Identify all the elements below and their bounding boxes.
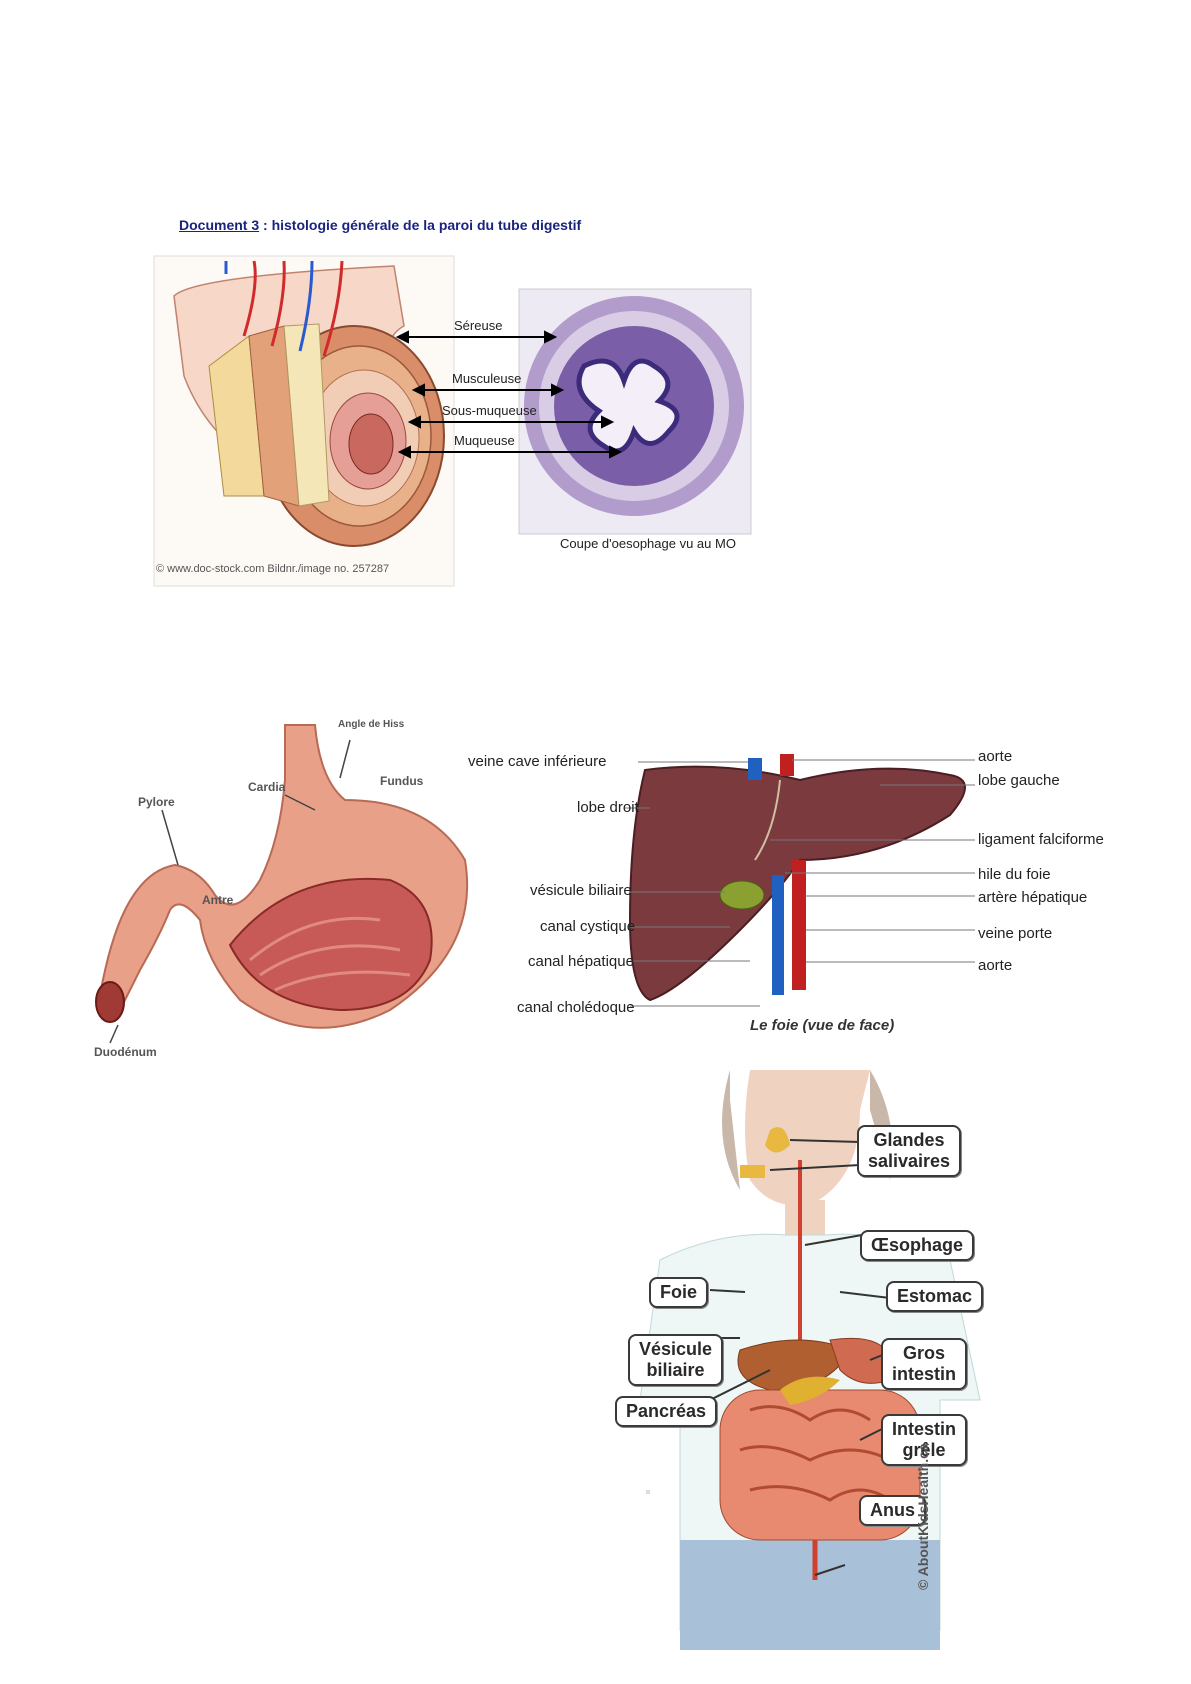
liver-caption: Le foie (vue de face) bbox=[750, 1017, 895, 1034]
anus-text: Anus bbox=[870, 1500, 915, 1520]
glandes-line-2: salivaires bbox=[868, 1151, 951, 1171]
histology-figure: Séreuse Musculeuse Sous-muqueuse Muqueus… bbox=[153, 255, 754, 587]
micro-caption: Coupe d'oesophage vu au MO bbox=[560, 536, 736, 551]
label-glandes-salivaires: Glandes salivaires bbox=[857, 1125, 962, 1177]
label-oesophage: Œsophage bbox=[860, 1230, 975, 1261]
stomach-label-antre: Antre bbox=[202, 893, 234, 907]
layer-label-musculeuse: Musculeuse bbox=[452, 371, 522, 386]
pancreas-text: Pancréas bbox=[626, 1401, 707, 1421]
document-title-text: : histologie générale de la paroi du tub… bbox=[259, 217, 582, 233]
liver-label-hile: hile du foie bbox=[978, 866, 1051, 883]
label-intestin-grele: Intestin grêle bbox=[881, 1414, 968, 1466]
label-gros-intestin: Gros intestin bbox=[881, 1338, 968, 1390]
liver-label-aorte-bottom: aorte bbox=[978, 957, 1013, 974]
liver-label-artere: artère hépatique bbox=[978, 889, 1088, 906]
stomach-label-fundus: Fundus bbox=[380, 774, 424, 788]
image-credit: © www.doc-stock.com Bildnr./image no. 25… bbox=[156, 563, 390, 575]
liver-label-veine-cave: veine cave inférieure bbox=[468, 753, 607, 770]
body-credit: © AboutKidsHealth.ca bbox=[915, 1443, 931, 1590]
liver-label-canal-cystique: canal cystique bbox=[540, 918, 636, 935]
liver-illustration bbox=[625, 754, 975, 1007]
label-foie: Foie bbox=[649, 1277, 709, 1308]
foie-text: Foie bbox=[660, 1282, 698, 1302]
liver-label-lobe-gauche: lobe gauche bbox=[978, 772, 1060, 789]
liver-label-veine-porte: veine porte bbox=[978, 925, 1053, 942]
label-vesicule-biliaire: Vésicule biliaire bbox=[628, 1334, 724, 1386]
liver-label-aorte-top: aorte bbox=[978, 748, 1013, 765]
label-estomac: Estomac bbox=[886, 1281, 984, 1312]
liver-label-lobe-droit: lobe droit bbox=[577, 799, 639, 816]
stomach-illustration bbox=[95, 724, 469, 1044]
gros-line-1: Gros bbox=[903, 1343, 946, 1363]
vesicule-line-2: biliaire bbox=[646, 1360, 705, 1380]
liver-label-canal-choledoque: canal cholédoque bbox=[517, 999, 635, 1016]
label-pancreas: Pancréas bbox=[615, 1396, 718, 1427]
glandes-line-1: Glandes bbox=[873, 1130, 945, 1150]
liver-label-vesicule: vésicule biliaire bbox=[530, 882, 632, 899]
layer-label-sereuse: Séreuse bbox=[454, 318, 503, 333]
digestive-system-illustration bbox=[639, 1070, 981, 1650]
estomac-text: Estomac bbox=[897, 1286, 973, 1306]
document-title: Document 3 : histologie générale de la p… bbox=[179, 217, 581, 233]
intestin-line-2: grêle bbox=[902, 1440, 946, 1460]
stomach-label-cardia: Cardia bbox=[248, 780, 286, 794]
gros-line-2: intestin bbox=[892, 1364, 957, 1384]
liver-label-ligament: ligament falciforme bbox=[978, 831, 1104, 848]
document-number: Document 3 bbox=[179, 217, 260, 233]
liver-figure: veine cave inférieure lobe droit vésicul… bbox=[468, 740, 1130, 1040]
liver-label-canal-hepatique: canal hépatique bbox=[528, 953, 634, 970]
stomach-label-angle: Angle de Hiss bbox=[338, 719, 405, 730]
oesophage-text: Œsophage bbox=[871, 1235, 964, 1255]
layer-label-muqueuse: Muqueuse bbox=[454, 433, 515, 448]
stomach-figure: Angle de Hiss Cardia Fundus Pylore Antre… bbox=[90, 719, 490, 1060]
intestin-line-1: Intestin bbox=[892, 1419, 957, 1439]
label-anus: Anus bbox=[859, 1495, 926, 1526]
layer-label-sous-muqueuse: Sous-muqueuse bbox=[442, 403, 537, 418]
vesicule-line-1: Vésicule bbox=[639, 1339, 713, 1359]
stomach-label-duodenum: Duodénum bbox=[94, 1045, 157, 1059]
stomach-label-pylore: Pylore bbox=[138, 795, 175, 809]
digestive-wall-illustration bbox=[153, 255, 752, 587]
digestive-system-figure: Glandes salivaires Œsophage Foie Estomac… bbox=[600, 1070, 1040, 1650]
